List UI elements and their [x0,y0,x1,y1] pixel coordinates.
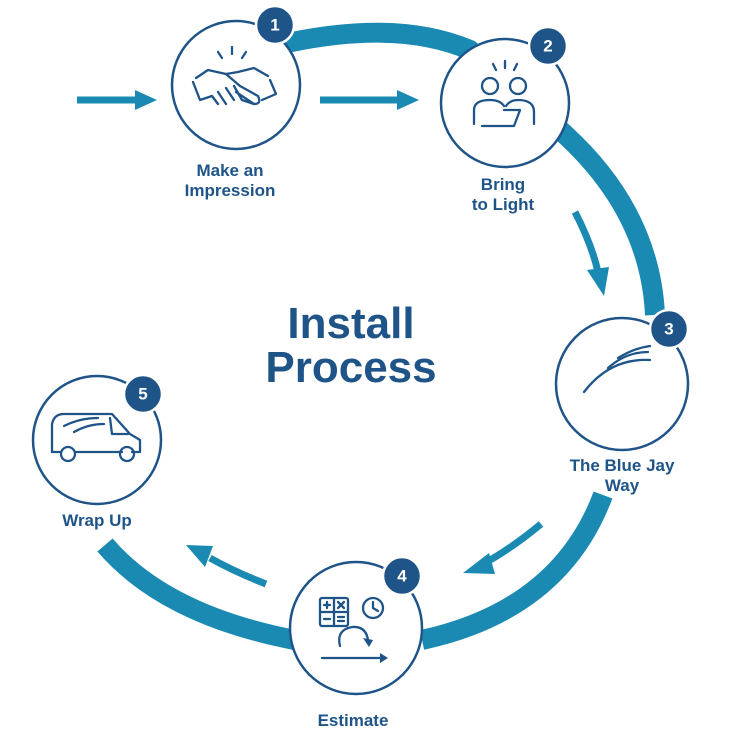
step-2-number: 2 [543,37,552,56]
arrow-step1-to-step2 [320,90,419,110]
step-3-label-line-2: Way [605,476,640,495]
step-1-label-line-1: Make an [196,161,263,180]
step-2-circle [439,37,571,169]
ring-segment-lower-right [419,491,613,650]
step-5-label-line-1: Wrap Up [62,511,132,530]
step-5-number: 5 [138,385,147,404]
step-3-the-blue-jay-way: 3 The Blue Jay Way [554,308,690,495]
step-2-bring-to-light: 2 Bring to Light [439,25,571,214]
step-4-label-line-1: Estimate [318,711,389,730]
arrow-step2-to-step3 [571,210,609,296]
two-people-icon [472,59,536,128]
step-2-label-line-1: Bring [481,175,525,194]
arrow-step3-to-step4 [463,521,544,574]
step-4-estimate: 4 Estimate [288,555,424,730]
swoosh-icon [582,344,652,394]
step-3-number: 3 [664,320,673,339]
ring-segment-top [282,22,480,60]
step-4-badge [381,555,423,597]
title-line-1: Install [287,299,414,348]
step-4-number: 4 [397,567,407,586]
title-line-2: Process [265,343,436,392]
step-2-badge [527,25,569,67]
step-1-number: 1 [270,16,279,35]
step-3-label-line-1: The Blue Jay [570,456,675,475]
van-icon [50,412,142,463]
process-ring [97,22,665,650]
entry-arrow [77,90,157,110]
step-2-label-line-2: to Light [472,195,535,214]
center-title: Install Process [265,299,436,392]
step-1-make-an-impression: 1 Make an Impression [170,4,302,200]
handshake-icon [191,45,278,106]
step-3-badge [648,308,690,350]
calculator-clock-icon [318,596,388,663]
ring-segment-lower-left [97,538,297,650]
step-3-circle [554,316,690,452]
step-1-badge [254,4,296,46]
flow-arrows [77,90,609,588]
step-1-circle [170,19,302,151]
step-5-badge [122,373,164,415]
step-5-wrap-up: 5 Wrap Up [31,373,164,530]
ring-segment-right [553,122,665,316]
arrow-step4-to-step5 [186,545,268,588]
step-1-label-line-2: Impression [185,181,276,200]
